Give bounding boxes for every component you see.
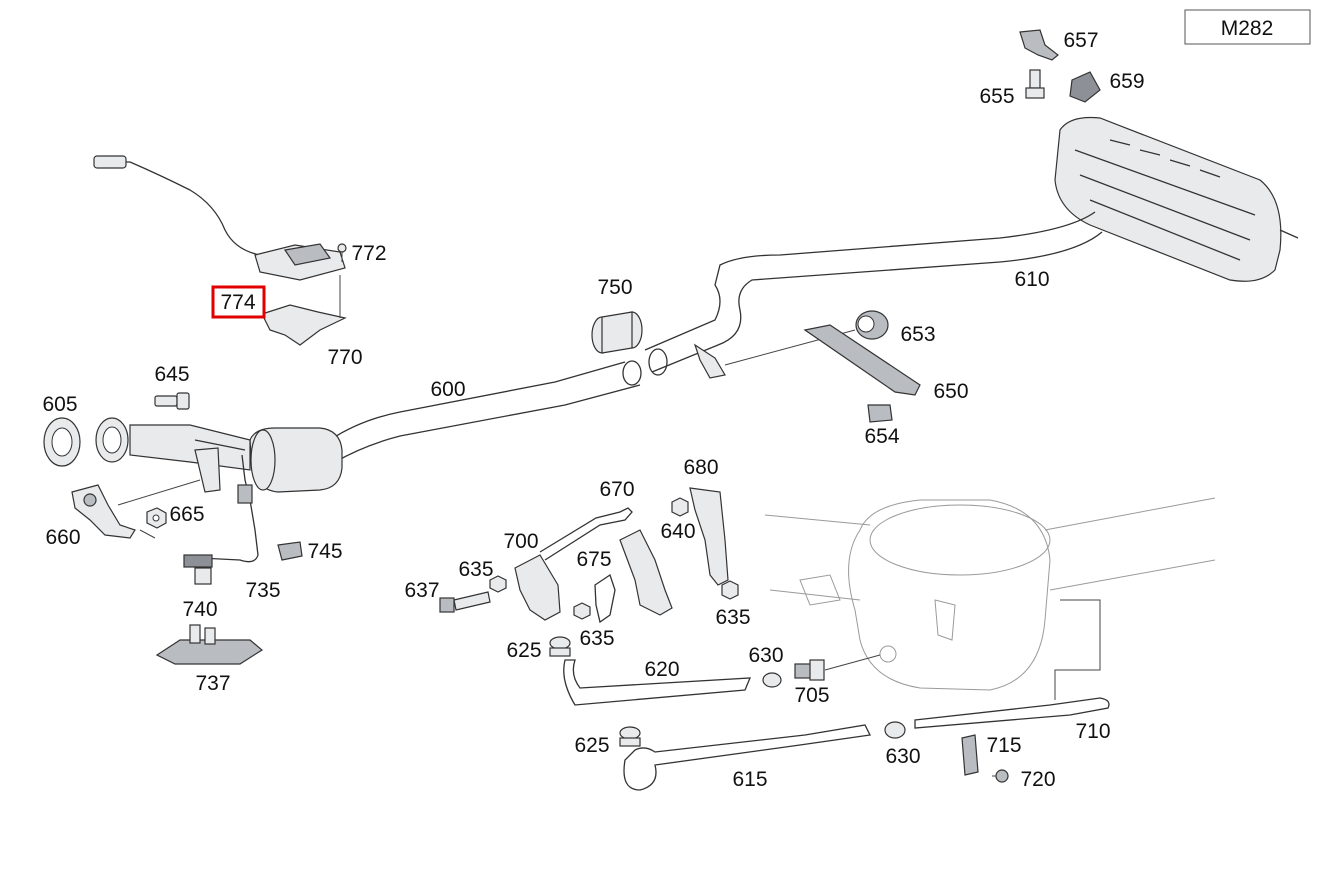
bolt-645[interactable] xyxy=(154,392,190,410)
label-715[interactable]: 715 xyxy=(986,734,1021,757)
rubber-mount-653[interactable] xyxy=(855,310,889,340)
clip-675[interactable] xyxy=(594,573,616,624)
highlight-774[interactable]: 774 xyxy=(211,285,266,319)
label-774[interactable]: 774 xyxy=(220,291,255,314)
scr-canister-outline xyxy=(764,497,1216,691)
mount-660[interactable] xyxy=(71,484,136,539)
label-637[interactable]: 637 xyxy=(404,579,439,602)
nut-635-c[interactable] xyxy=(721,580,739,600)
screw-772[interactable] xyxy=(337,243,347,262)
label-680[interactable]: 680 xyxy=(683,456,718,479)
bracket-737[interactable] xyxy=(155,624,264,665)
label-650[interactable]: 650 xyxy=(933,380,968,403)
label-654[interactable]: 654 xyxy=(864,425,899,448)
highlight-box xyxy=(211,285,266,319)
clamp-625-lower[interactable] xyxy=(619,726,641,747)
label-653[interactable]: 653 xyxy=(900,323,935,346)
grommet-654[interactable] xyxy=(867,404,893,423)
label-640[interactable]: 640 xyxy=(660,520,695,543)
part-labels: 600 605 610 615 620 625 625 630 630 635 … xyxy=(42,29,1144,791)
sensor-bracket-700[interactable] xyxy=(514,554,561,621)
nox-sensor-cable[interactable] xyxy=(98,161,261,256)
connector-740[interactable] xyxy=(183,554,213,585)
o2-sensor[interactable] xyxy=(237,484,253,504)
label-675[interactable]: 675 xyxy=(576,548,611,571)
nox-sensor-tip[interactable] xyxy=(93,155,127,169)
label-645[interactable]: 645 xyxy=(154,363,189,386)
label-625-lower[interactable]: 625 xyxy=(574,734,609,757)
label-735[interactable]: 735 xyxy=(245,579,280,602)
hanger-657[interactable] xyxy=(1019,29,1059,61)
label-610[interactable]: 610 xyxy=(1014,268,1049,291)
clamp-625-upper[interactable] xyxy=(549,636,571,657)
gasket-605[interactable] xyxy=(43,417,81,467)
model-code-box: M282 xyxy=(1184,9,1311,45)
front-pipe[interactable] xyxy=(329,361,641,463)
bracket-650[interactable] xyxy=(803,324,921,396)
nut-635-b[interactable] xyxy=(573,602,591,620)
label-740[interactable]: 740 xyxy=(182,598,217,621)
label-635-b[interactable]: 635 xyxy=(579,627,614,650)
clamp-750[interactable] xyxy=(591,311,643,354)
label-670[interactable]: 670 xyxy=(599,478,634,501)
clip-715[interactable] xyxy=(961,734,979,776)
clip-745[interactable] xyxy=(277,541,303,561)
label-635-c[interactable]: 635 xyxy=(715,606,750,629)
label-710[interactable]: 710 xyxy=(1075,720,1110,743)
label-659[interactable]: 659 xyxy=(1109,70,1144,93)
flange[interactable] xyxy=(95,417,129,463)
label-615[interactable]: 615 xyxy=(732,768,767,791)
sensor-harness-735[interactable] xyxy=(189,454,259,566)
label-700[interactable]: 700 xyxy=(503,530,538,553)
label-750[interactable]: 750 xyxy=(597,276,632,299)
pipe-710[interactable] xyxy=(914,697,1110,729)
label-737[interactable]: 737 xyxy=(195,672,230,695)
bolt-637[interactable] xyxy=(439,591,491,613)
label-657[interactable]: 657 xyxy=(1063,29,1098,52)
label-720[interactable]: 720 xyxy=(1020,768,1055,791)
label-600[interactable]: 600 xyxy=(430,378,465,401)
label-630-upper[interactable]: 630 xyxy=(748,644,783,667)
bolt-655[interactable] xyxy=(1025,69,1045,99)
front-catalyst[interactable] xyxy=(129,424,343,493)
nox-control-unit-774[interactable] xyxy=(254,243,346,281)
label-665[interactable]: 665 xyxy=(169,503,204,526)
model-code: M282 xyxy=(1221,17,1274,40)
rubber-659[interactable] xyxy=(1069,71,1101,103)
nut-665[interactable] xyxy=(146,507,167,529)
nut-635-a[interactable] xyxy=(489,575,507,593)
label-625-upper[interactable]: 625 xyxy=(506,639,541,662)
label-605[interactable]: 605 xyxy=(42,393,77,416)
label-660[interactable]: 660 xyxy=(45,526,80,549)
clamp-630-upper[interactable] xyxy=(762,672,782,688)
label-745[interactable]: 745 xyxy=(307,540,342,563)
label-635-a[interactable]: 635 xyxy=(458,558,493,581)
sensor-pipe-670[interactable] xyxy=(539,507,633,561)
bracket-770[interactable] xyxy=(261,304,347,346)
label-705[interactable]: 705 xyxy=(794,684,829,707)
rear-silencer[interactable] xyxy=(1054,116,1299,282)
label-770[interactable]: 770 xyxy=(327,346,362,369)
rear-pipe[interactable] xyxy=(644,211,1103,373)
nut-640[interactable] xyxy=(671,497,689,517)
bolt-720[interactable] xyxy=(992,769,1009,783)
pipe-hanger[interactable] xyxy=(693,343,726,379)
hose-620[interactable] xyxy=(563,659,751,706)
label-620[interactable]: 620 xyxy=(644,658,679,681)
label-655[interactable]: 655 xyxy=(979,85,1014,108)
bracket-670[interactable] xyxy=(619,529,673,616)
bracket-680[interactable] xyxy=(689,487,729,586)
hose-615[interactable] xyxy=(623,724,871,791)
label-630-lower[interactable]: 630 xyxy=(885,745,920,768)
sensor-705[interactable] xyxy=(794,659,825,681)
label-772[interactable]: 772 xyxy=(351,242,386,265)
clamp-630-lower[interactable] xyxy=(884,721,906,739)
